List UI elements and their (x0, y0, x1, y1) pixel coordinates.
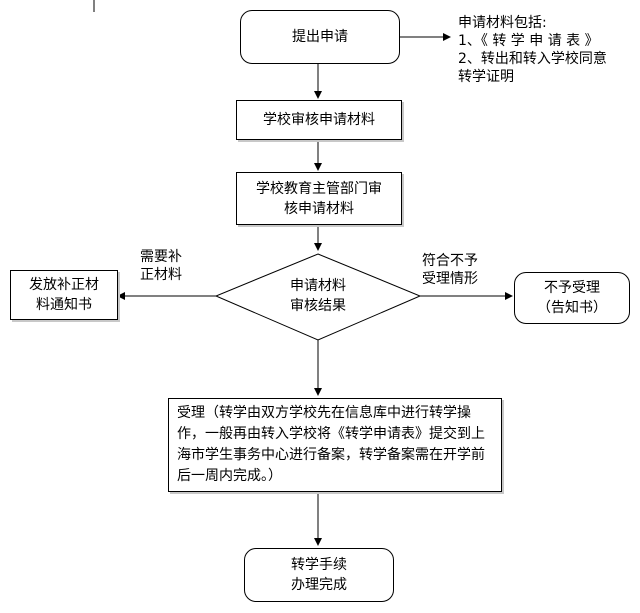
end-label-line-2: 办理完成 (291, 577, 347, 593)
decision-label: 申请材料 审核结果 (258, 276, 378, 316)
edge-label-supplement-line-1: 需要补 (140, 249, 182, 265)
school-review-label: 学校审核申请材料 (263, 112, 375, 128)
materials-note: 申请材料包括: 1、《 转 学 申 请 表 》 2、转出和转入学校同意 转学证明 (458, 14, 638, 86)
decision-label-line-1: 申请材料 (290, 278, 346, 294)
accept-label: 受理（转学由双方学校先在信息库中进行转学操作，一般再由转入学校将《转学申请表》提… (177, 405, 485, 484)
start-label: 提出申请 (292, 29, 348, 45)
end-node: 转学手续 办理完成 (244, 548, 394, 602)
accept-node: 受理（转学由双方学校先在信息库中进行转学操作，一般再由转入学校将《转学申请表》提… (168, 398, 502, 492)
edge-label-supplement: 需要补 正材料 (140, 248, 210, 284)
edge-label-reject-line-2: 受理情形 (422, 271, 478, 287)
supplement-label-line-1: 发放补正材 (29, 277, 99, 293)
materials-note-item-2: 2、转出和转入学校同意 (458, 51, 607, 67)
start-node: 提出申请 (240, 10, 400, 64)
school-review-node: 学校审核申请材料 (236, 100, 402, 140)
reject-node: 不予受理 （告知书） (514, 272, 630, 324)
reject-label-line-1: 不予受理 (544, 280, 600, 296)
materials-note-item-1: 1、《 转 学 申 请 表 》 (458, 33, 599, 49)
materials-note-title: 申请材料包括: (458, 15, 547, 31)
end-label-line-1: 转学手续 (291, 557, 347, 573)
edu-review-node: 学校教育主管部门审 核申请材料 (236, 172, 402, 225)
edu-review-label-line-1: 学校教育主管部门审 (256, 180, 382, 197)
decision-label-line-2: 审核结果 (290, 298, 346, 314)
supplement-label-line-2: 料通知书 (36, 297, 92, 313)
edu-review-label-line-2: 核申请材料 (284, 200, 354, 217)
edge-label-reject: 符合不予 受理情形 (422, 252, 502, 288)
edge-label-supplement-line-2: 正材料 (140, 267, 182, 283)
materials-note-item-3: 转学证明 (458, 69, 514, 85)
supplement-node: 发放补正材 料通知书 (10, 270, 118, 320)
reject-label-line-2: （告知书） (537, 300, 607, 316)
edge-label-reject-line-1: 符合不予 (422, 253, 478, 269)
